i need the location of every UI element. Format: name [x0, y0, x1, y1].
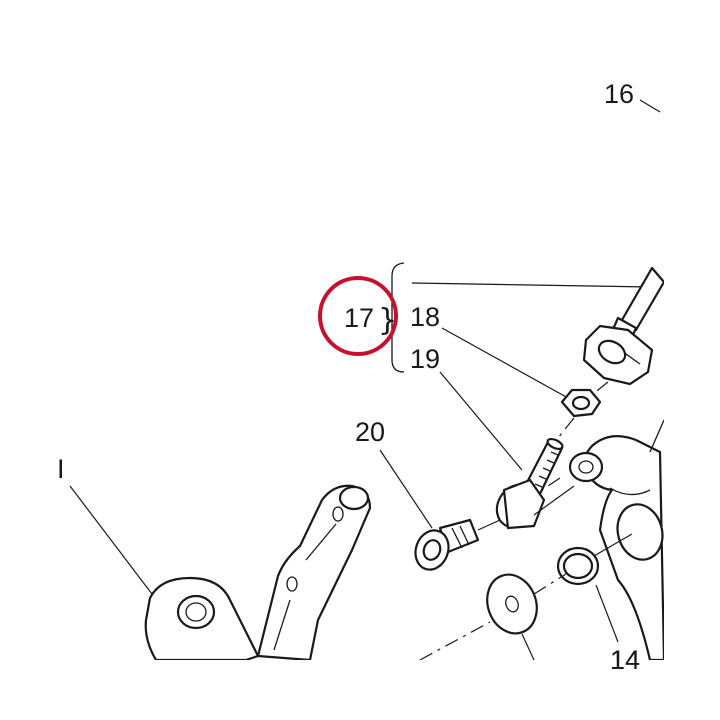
leader-line-19: [439, 371, 523, 471]
callout-19: 19: [410, 344, 440, 374]
axis-line-washer: [533, 573, 567, 595]
callout-18: 18: [410, 302, 440, 332]
callout-I: I: [57, 454, 65, 484]
hose-fitting: [582, 324, 654, 386]
leader-line-18: [441, 327, 569, 399]
highlight-circle: [318, 276, 398, 356]
callout-20: 20: [355, 417, 385, 447]
group-bracket: [391, 262, 405, 373]
callout-14-label: 14: [610, 645, 640, 675]
axis-line-banjo: [533, 485, 575, 516]
leader-line-20: [379, 449, 433, 529]
lever-arm: [144, 484, 372, 662]
o-ring-14: [556, 546, 600, 586]
banjo-bolt-19: [495, 437, 564, 530]
bolt-20: [414, 518, 480, 571]
leader-line-14: [595, 584, 619, 643]
callout-17: 17: [344, 303, 374, 333]
leader-line-16: [639, 99, 661, 113]
leader-line-hose: [411, 282, 653, 288]
axis-line-lower: [419, 621, 491, 661]
axis-line-bolt: [477, 519, 501, 531]
axis-line-nut: [557, 417, 575, 439]
axis-line-bracket: [535, 477, 561, 495]
leader-line-washer: [521, 633, 535, 661]
axis-line-oring: [593, 533, 633, 557]
caliper-bracket: [568, 419, 666, 662]
washer: [486, 573, 538, 635]
page-bottom-margin: [0, 660, 720, 720]
leader-line-I: [69, 485, 156, 599]
page-right-margin: [664, 0, 720, 720]
nut-18: [560, 388, 602, 418]
brace-17: }: [378, 303, 397, 338]
callout-16: 16: [604, 79, 634, 109]
